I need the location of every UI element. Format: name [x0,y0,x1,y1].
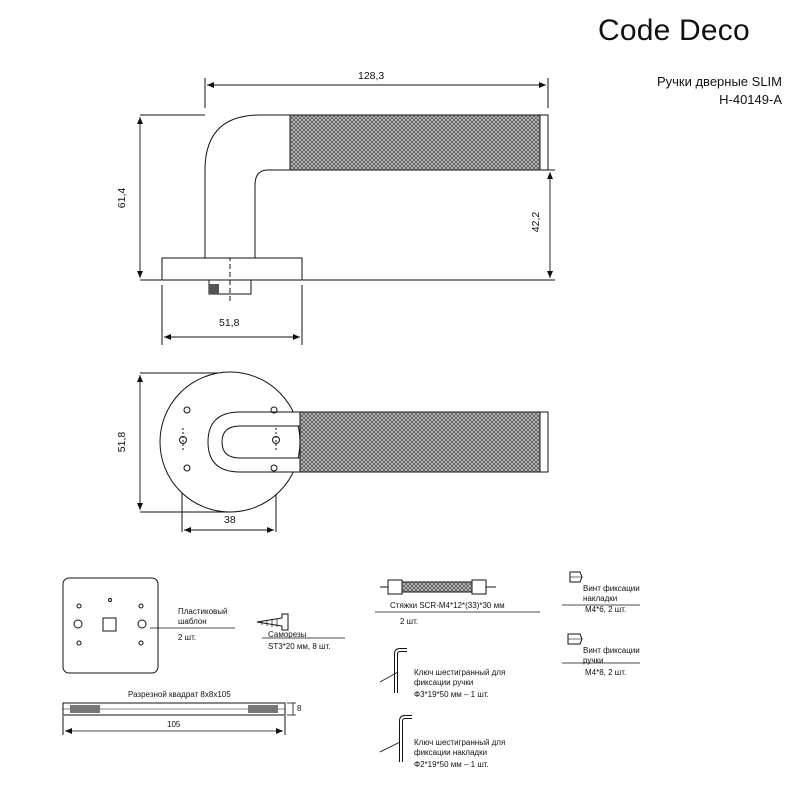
key1-spec: Ф3*19*50 мм – 1 шт. [414,690,489,699]
hex-key-handle [379,648,407,693]
dim-top-height-left: 61,4 [116,187,129,209]
bolts-qty: 2 шт. [400,617,419,626]
dim-top-base: 51,8 [219,317,240,329]
screw2-label: Винт фиксации ручки [583,646,640,665]
product-title: Ручки дверные SLIM [656,74,782,89]
square-height: 8 [297,704,302,713]
dim-rosette-height: 51,8 [116,431,129,453]
connecting-bolt [375,579,540,613]
template-label: Пластиковый шаблон [178,607,228,626]
key1-label: Ключ шестигранный для фиксации ручки [414,668,506,687]
key2-label: Ключ шестигранный для фиксации накладки [414,738,506,757]
dim-rosette-holes: 38 [224,514,236,526]
plastic-template [62,577,235,674]
dim-top-width: 128,3 [358,70,385,82]
dimension-lines-top [137,375,274,533]
handle-side-view [140,78,555,345]
brand-name: Code Deco [598,14,750,47]
screw1-label: Винт фиксации накладки [583,584,640,603]
square-width: 105 [167,720,181,729]
key2-spec: Ф2*19*50 мм – 1 шт. [414,760,489,769]
template-qty: 2 шт. [178,633,197,642]
handle-top-view [140,371,549,532]
set-screw-rosette [562,571,640,606]
screw2-spec: M4*8, 2 шт. [585,668,627,677]
bolts-label: Стяжки SCR-M4*12*(33)*30 мм [390,601,505,610]
product-model: H-40149-A [719,92,782,107]
screw-drawing [256,613,345,639]
set-screw-handle [562,633,640,664]
screw1-spec: M4*6, 2 шт. [585,605,627,614]
screws-label: Саморезы [268,630,307,639]
hex-key-rosette [379,715,412,762]
square-label: Разрезной квадрат 8х8х105 [128,690,231,699]
dim-top-height-right: 42,2 [530,211,543,233]
dimension-lines-side [137,82,553,340]
screws-spec: ST3*20 мм, 8 шт. [268,642,331,651]
square-rod [62,702,296,735]
